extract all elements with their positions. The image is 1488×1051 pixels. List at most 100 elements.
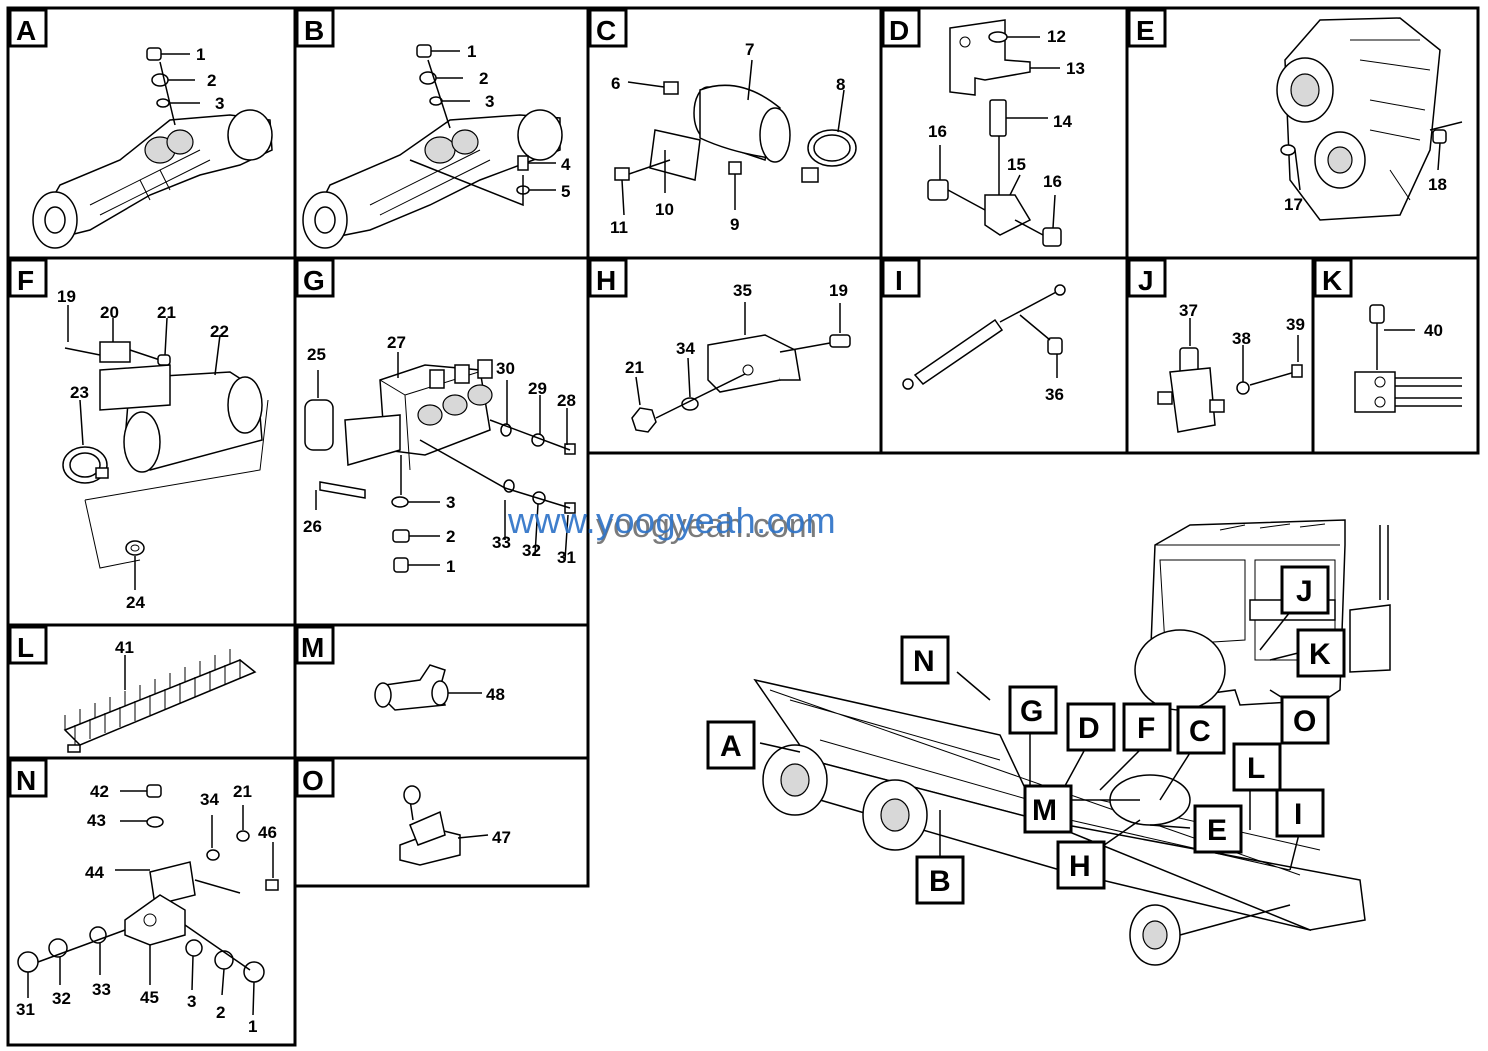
callout-c-7: 7 bbox=[745, 40, 754, 59]
panel-label-f: F bbox=[17, 265, 34, 296]
watermark-shadow: yoogyeah.com bbox=[596, 507, 818, 545]
callout-c-9: 9 bbox=[730, 215, 739, 234]
callout-n-2: 2 bbox=[216, 1003, 225, 1022]
callout-b-1: 1 bbox=[467, 42, 476, 61]
panel-tag-h: H bbox=[588, 258, 628, 298]
panel-label-g: G bbox=[303, 265, 325, 296]
overview-tag-b: B bbox=[915, 855, 965, 905]
callout-a-3: 3 bbox=[215, 94, 224, 113]
callout-n-45: 45 bbox=[140, 988, 159, 1007]
panel-tag-l: L bbox=[8, 625, 48, 665]
panel-tag-o: O bbox=[295, 758, 335, 798]
callout-a-2: 2 bbox=[207, 71, 216, 90]
panel-tag-d: D bbox=[881, 8, 921, 48]
callout-g-27: 27 bbox=[387, 333, 406, 352]
panel-tag-b: B bbox=[295, 8, 335, 48]
callout-g-25: 25 bbox=[307, 345, 326, 364]
callout-g-30: 30 bbox=[496, 359, 515, 378]
panel-k-drawing: 40 bbox=[1354, 304, 1462, 413]
panel-l-frame bbox=[6, 623, 297, 760]
overview-tag-g: G bbox=[1008, 685, 1058, 735]
panel-b-drawing: 1 2 3 4 5 bbox=[302, 42, 571, 249]
overview-label-k: K bbox=[1309, 638, 1331, 671]
panel-h-drawing: 35 19 21 34 bbox=[625, 281, 851, 433]
overview-label-j: J bbox=[1296, 575, 1313, 608]
callout-a-1: 1 bbox=[196, 45, 205, 64]
overview-label-b: B bbox=[929, 865, 951, 898]
callout-n-31: 31 bbox=[16, 1000, 35, 1019]
panel-g-drawing: 25 27 30 29 28 26 3 33 2 32 1 31 bbox=[303, 333, 576, 576]
overview-label-a: A bbox=[720, 730, 742, 763]
callout-j-38: 38 bbox=[1232, 329, 1251, 348]
callout-h-34: 34 bbox=[676, 339, 695, 358]
overview-tag-m: M bbox=[1023, 784, 1073, 834]
callout-i-36: 36 bbox=[1045, 385, 1064, 404]
panel-label-m: M bbox=[301, 632, 324, 663]
panel-label-j: J bbox=[1138, 265, 1154, 296]
callout-g-3: 3 bbox=[446, 493, 455, 512]
overview-label-n: N bbox=[913, 645, 935, 678]
overview-label-m: M bbox=[1032, 794, 1057, 827]
panel-tag-g: G bbox=[295, 258, 335, 298]
callout-l-41: 41 bbox=[115, 638, 134, 657]
callout-n-32: 32 bbox=[52, 989, 71, 1008]
overview-tag-l: L bbox=[1232, 742, 1282, 792]
callout-c-10: 10 bbox=[655, 200, 674, 219]
overview-label-l: L bbox=[1247, 752, 1265, 785]
panel-tag-f: F bbox=[8, 258, 48, 298]
panel-tag-n: N bbox=[8, 758, 48, 798]
panel-label-c: C bbox=[596, 15, 616, 46]
callout-f-20: 20 bbox=[100, 303, 119, 322]
panel-o-frame bbox=[293, 756, 590, 888]
callout-f-19: 19 bbox=[57, 287, 76, 306]
panel-c-drawing: 6 7 8 9 10 11 bbox=[610, 40, 857, 237]
callout-n-3: 3 bbox=[187, 992, 196, 1011]
callout-d-16b: 16 bbox=[1043, 172, 1062, 191]
callout-g-28: 28 bbox=[557, 391, 576, 410]
callout-g-26: 26 bbox=[303, 517, 322, 536]
overview-label-c: C bbox=[1189, 715, 1211, 748]
callout-c-8: 8 bbox=[836, 75, 845, 94]
panel-j-drawing: 37 38 39 bbox=[1157, 301, 1305, 433]
callout-d-15: 15 bbox=[1007, 155, 1026, 174]
panel-label-e: E bbox=[1136, 15, 1155, 46]
callout-n-43: 43 bbox=[87, 811, 106, 830]
panel-tag-k: K bbox=[1313, 258, 1353, 298]
overview-label-e: E bbox=[1207, 814, 1227, 847]
overview-tag-k: K bbox=[1296, 628, 1346, 678]
panel-tag-m: M bbox=[295, 625, 335, 665]
callout-g-31: 31 bbox=[557, 548, 576, 567]
callout-f-21: 21 bbox=[157, 303, 176, 322]
panel-label-h: H bbox=[596, 265, 616, 296]
overview-tag-h: H bbox=[1056, 840, 1106, 890]
callout-b-2: 2 bbox=[479, 69, 488, 88]
callout-b-4: 4 bbox=[561, 155, 571, 174]
panel-n-drawing: 42 43 34 21 46 44 31 32 33 45 3 2 1 bbox=[16, 782, 279, 1036]
panel-a-drawing: 1 2 3 bbox=[32, 45, 273, 249]
callout-m-48: 48 bbox=[486, 685, 505, 704]
callout-g-1: 1 bbox=[446, 557, 455, 576]
callout-f-23: 23 bbox=[70, 383, 89, 402]
overview-label-o: O bbox=[1293, 705, 1316, 738]
panel-tag-a: A bbox=[8, 8, 48, 48]
panel-label-i: I bbox=[895, 265, 903, 296]
panel-label-a: A bbox=[16, 15, 36, 46]
callout-c-6: 6 bbox=[611, 74, 620, 93]
panel-l-drawing: 41 bbox=[63, 638, 257, 753]
callout-b-3: 3 bbox=[485, 92, 494, 111]
panel-o-drawing: 47 bbox=[399, 785, 511, 866]
callout-o-47: 47 bbox=[492, 828, 511, 847]
panel-tag-i: I bbox=[881, 258, 921, 298]
callout-n-33: 33 bbox=[92, 980, 111, 999]
overview-label-h: H bbox=[1069, 850, 1091, 883]
callout-h-35: 35 bbox=[733, 281, 752, 300]
callout-g-32: 32 bbox=[522, 541, 541, 560]
callout-e-18: 18 bbox=[1428, 175, 1447, 194]
overview-tag-o: O bbox=[1280, 695, 1330, 745]
panel-d-drawing: 12 13 14 15 16 16 bbox=[927, 19, 1085, 247]
callout-h-19: 19 bbox=[829, 281, 848, 300]
panel-label-b: B bbox=[304, 15, 324, 46]
callout-e-17: 17 bbox=[1284, 195, 1303, 214]
callout-n-34: 34 bbox=[200, 790, 219, 809]
